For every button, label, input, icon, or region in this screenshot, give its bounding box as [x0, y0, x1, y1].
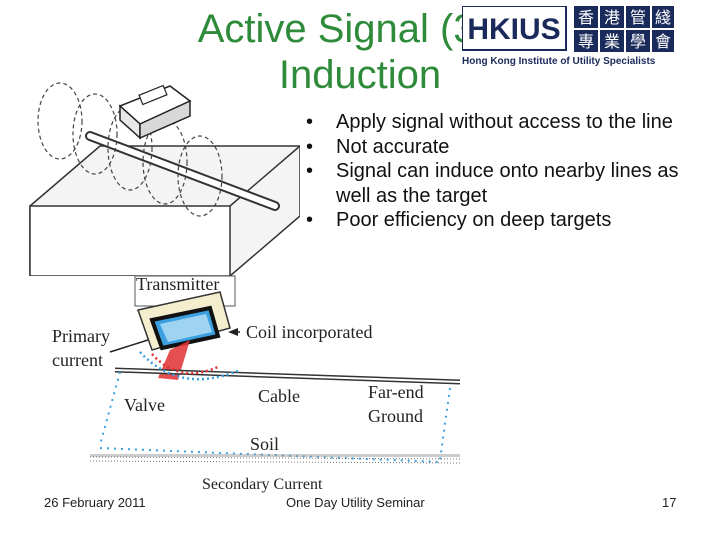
bullet-item: Not accurate — [306, 135, 706, 160]
footer-page-number: 17 — [662, 495, 677, 510]
footer-date: 26 February 2011 — [44, 495, 146, 510]
label-cable: Cable — [258, 386, 300, 406]
logo-caption: Hong Kong Institute of Utility Specialis… — [462, 56, 656, 67]
logo-char-6: 業 — [604, 33, 620, 51]
logo-char-4: 綫 — [655, 9, 671, 27]
logo-letters: HKIUS — [467, 13, 560, 46]
bullet-item: Signal can induce onto nearby lines as w… — [306, 159, 706, 208]
label-soil: Soil — [250, 434, 280, 454]
logo-char-5: 專 — [578, 33, 594, 51]
label-farend: Far-end — [368, 382, 424, 402]
title-line-2: Induction — [278, 53, 442, 97]
label-transmitter: Transmitter — [136, 274, 220, 294]
label-primary: Primary — [52, 326, 110, 346]
logo-char-1: 香 — [578, 9, 594, 27]
footer-event: One Day Utility Seminar — [286, 495, 425, 510]
bullet-item: Poor efficiency on deep targets — [306, 208, 706, 233]
label-valve: Valve — [124, 395, 165, 415]
label-secondary: Secondary Current — [202, 476, 323, 493]
bullet-list: Apply signal without access to the line … — [306, 110, 706, 233]
label-coil: Coil incorporated — [246, 322, 373, 342]
induction-ground-diagram — [29, 82, 300, 276]
bullet-item: Apply signal without access to the line — [306, 110, 706, 135]
label-ground: Ground — [368, 406, 423, 426]
label-current: current — [52, 350, 103, 370]
logo-char-2: 港 — [604, 9, 620, 27]
induction-schematic — [89, 275, 461, 464]
logo-char-8: 會 — [655, 33, 671, 51]
logo-char-grid: 香 港 管 綫 專 業 學 會 — [574, 6, 674, 52]
logo-char-7: 學 — [630, 33, 646, 51]
hkius-logo: HKIUS 香 港 管 綫 專 業 學 會 — [462, 6, 674, 52]
logo-char-3: 管 — [630, 9, 646, 27]
